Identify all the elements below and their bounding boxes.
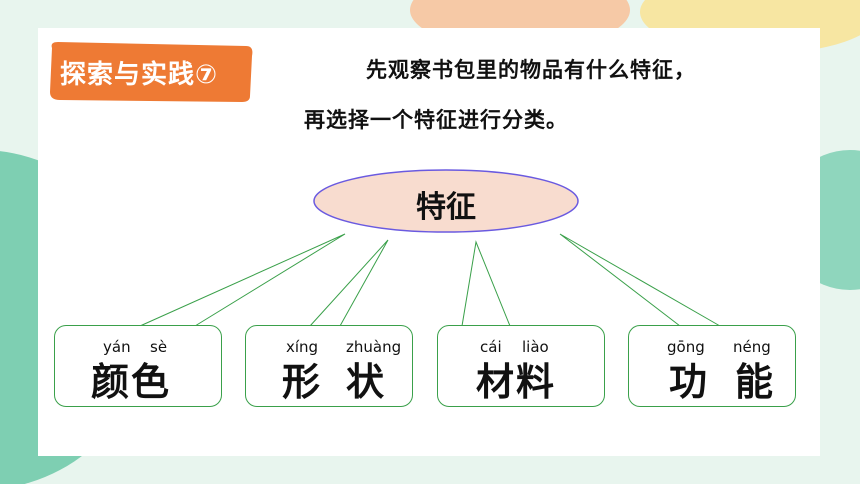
hanzi-2: 状	[346, 360, 385, 404]
category-color: yán sè 颜 色	[54, 325, 222, 407]
hanzi-1: 形	[282, 360, 321, 404]
center-label: 特征	[416, 190, 476, 225]
center-node: 特征	[312, 168, 580, 234]
hanzi-2: 能	[735, 360, 774, 404]
pinyin-2: zhuàng	[346, 338, 402, 356]
category-shape: xíng zhuàng 形 状	[245, 325, 413, 407]
hanzi-2: 料	[516, 360, 555, 404]
pinyin-2: liào	[522, 338, 549, 356]
center-ellipse	[313, 169, 579, 233]
category-material: cái liào 材 料	[437, 325, 605, 407]
connector-color	[139, 233, 346, 327]
pinyin-1: gōng	[667, 338, 705, 356]
pinyin-2: néng	[733, 338, 771, 356]
section-tag: 探索与实践⑦	[46, 40, 256, 104]
pinyin-2: sè	[150, 338, 168, 356]
instruction-line-1: 先观察书包里的物品有什么特征，	[366, 58, 696, 82]
category-function: gōng néng 功 能	[628, 325, 796, 407]
hanzi-2: 色	[131, 360, 170, 404]
pinyin-1: xíng	[286, 338, 319, 356]
hanzi-1: 功	[669, 360, 708, 404]
hanzi-1: 颜	[91, 360, 130, 404]
connector-function	[559, 233, 721, 327]
tag-shape	[50, 42, 253, 102]
instruction-line-2: 再选择一个特征进行分类。	[304, 108, 568, 132]
pinyin-1: cái	[480, 338, 502, 356]
connector-material	[461, 240, 511, 327]
connector-shape	[309, 239, 389, 327]
pinyin-1: yán	[103, 338, 131, 356]
hanzi-1: 材	[476, 360, 515, 404]
tag-label: 探索与实践⑦	[60, 60, 219, 90]
